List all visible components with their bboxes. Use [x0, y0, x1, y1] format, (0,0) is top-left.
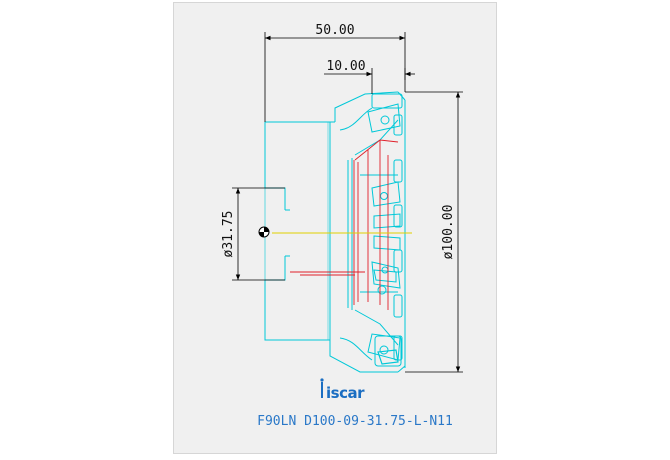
- section-lines: [290, 139, 399, 310]
- dimensions: [232, 32, 463, 373]
- center-mark-icon: [258, 226, 270, 238]
- cutter-body: [264, 91, 406, 373]
- brand-logo: iscar: [320, 378, 366, 402]
- model-code: F90LN D100-09-31.75-L-N11: [257, 414, 453, 429]
- dimension-cutting-diameter: ø100.00: [441, 205, 456, 260]
- dimension-insert-offset: 10.00: [326, 59, 365, 74]
- drawing-sheet: [173, 2, 497, 454]
- dimension-bore-diameter: ø31.75: [221, 211, 236, 258]
- brand-logo-text: iscar: [326, 384, 365, 402]
- dimension-overall-length: 50.00: [315, 23, 354, 38]
